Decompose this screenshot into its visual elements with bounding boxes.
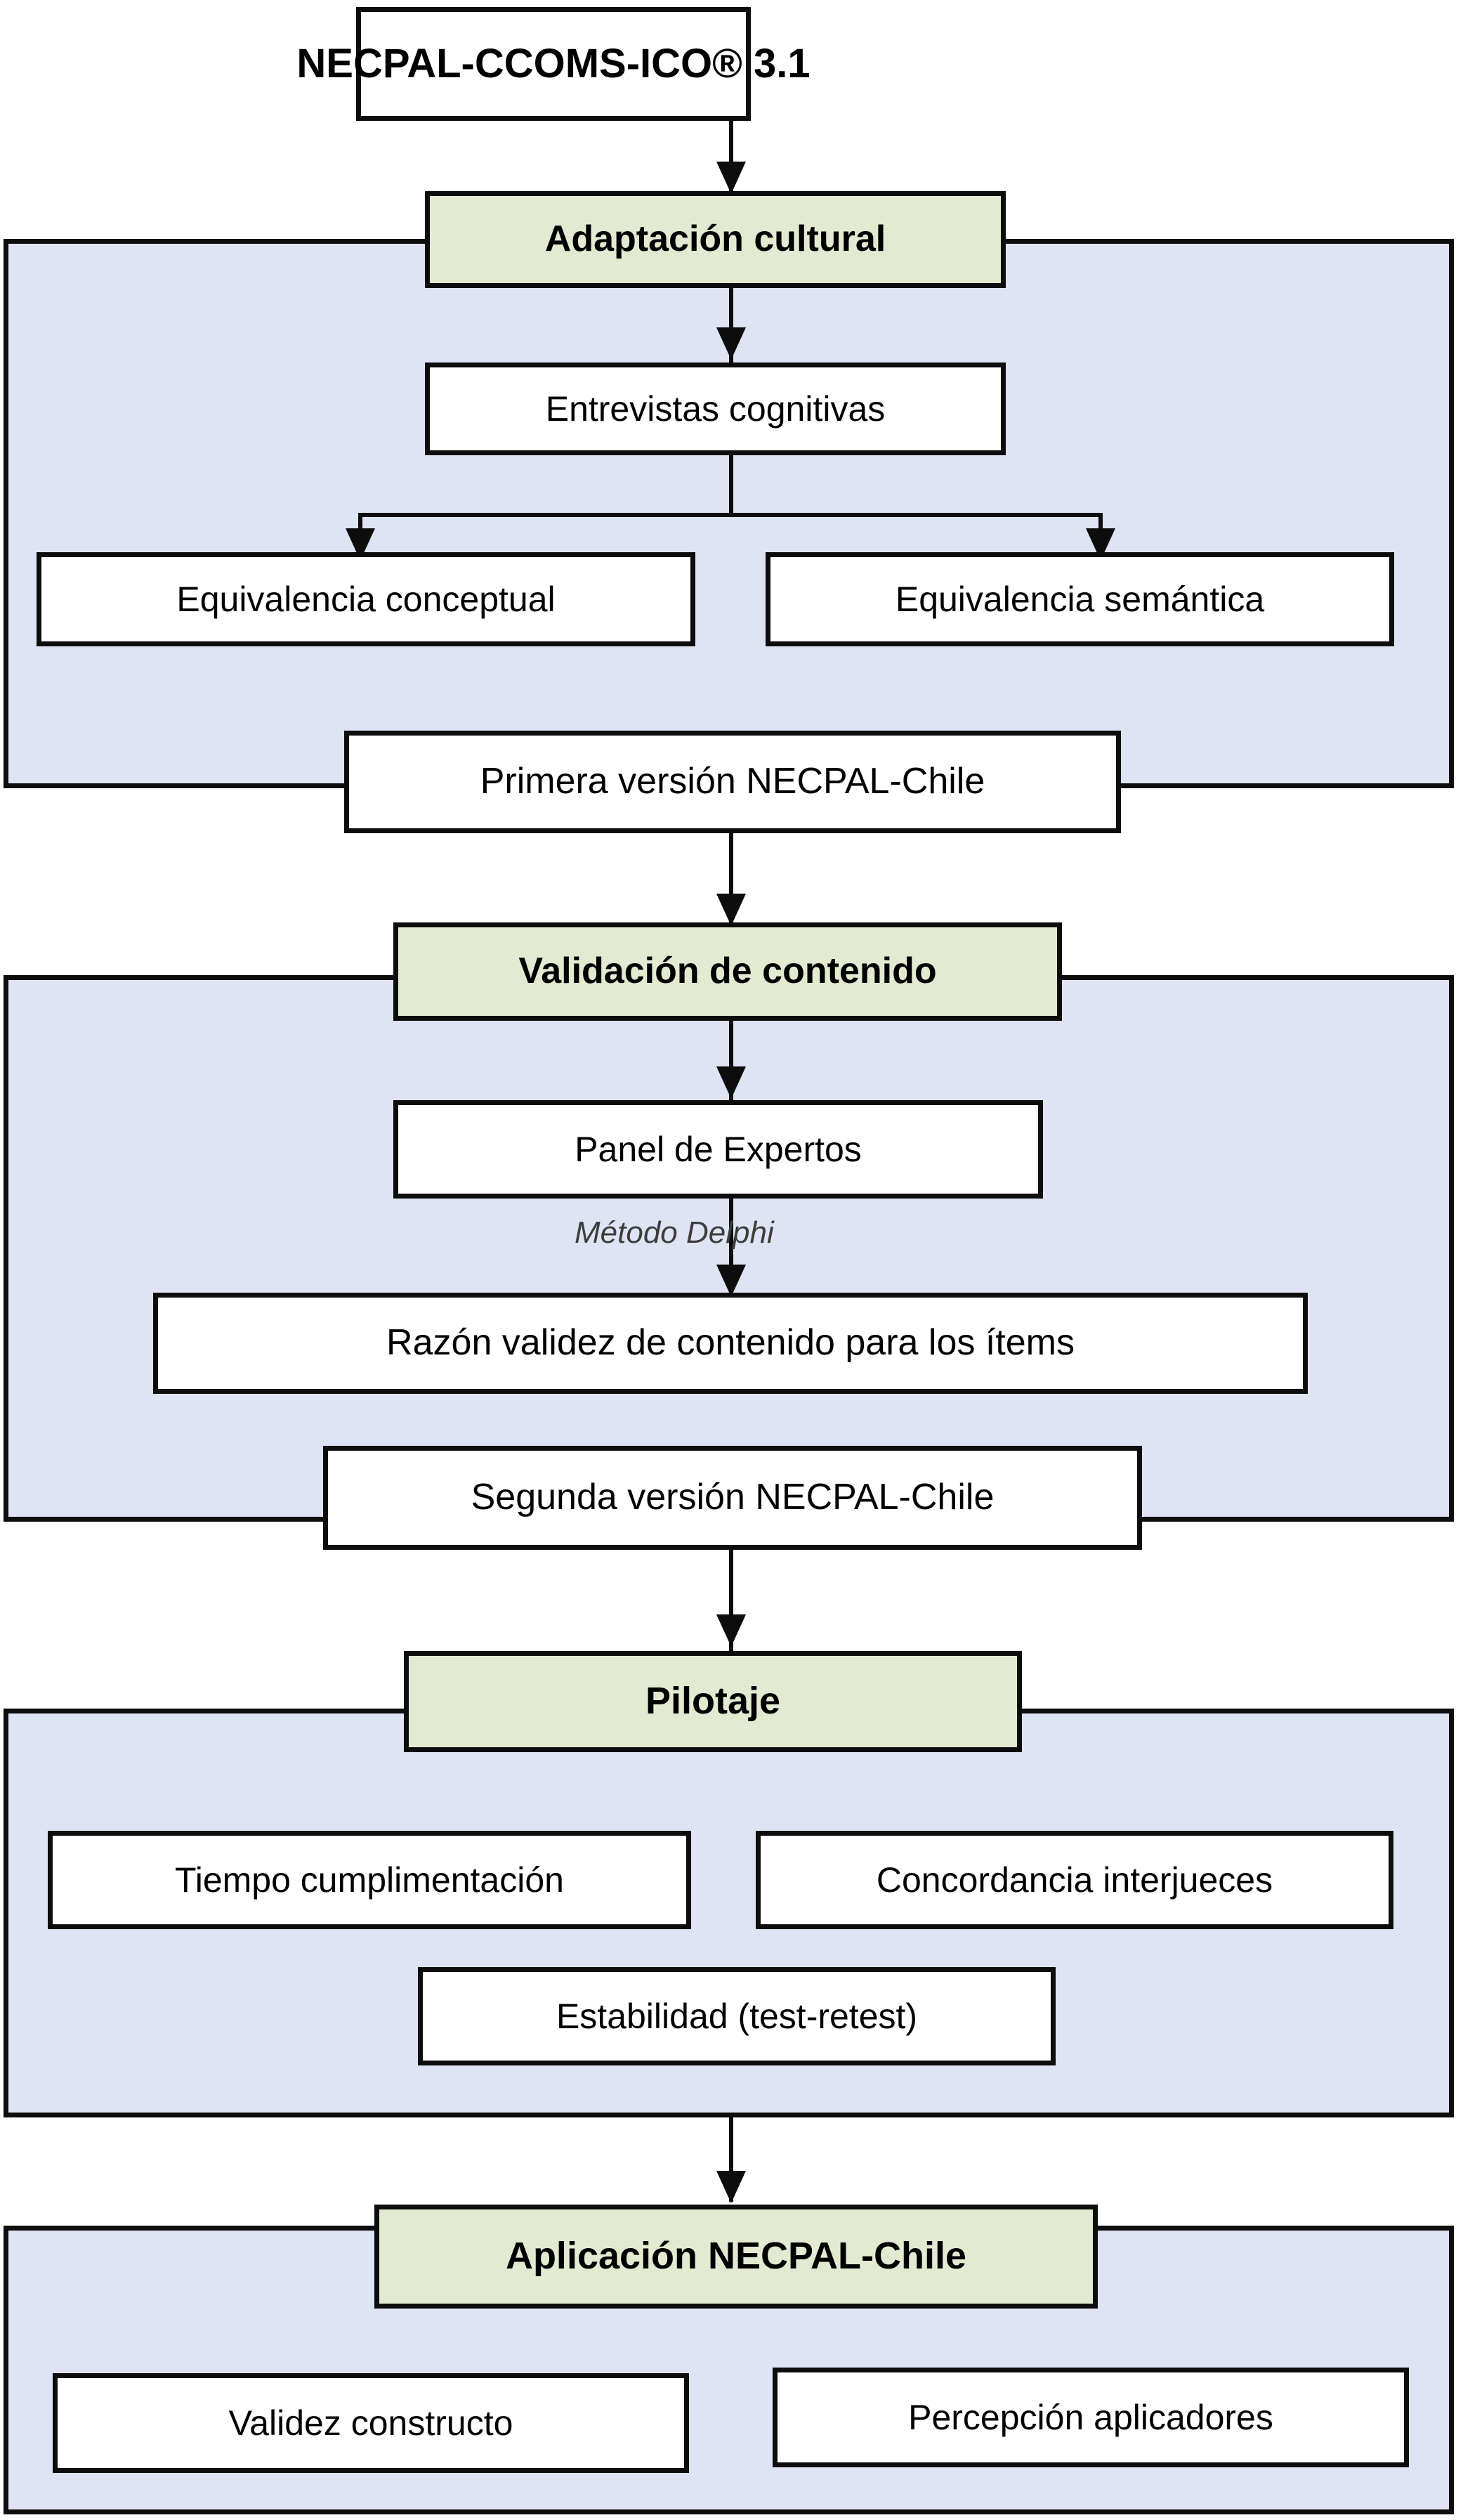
connector-validacion-to-panel [729, 1020, 733, 1102]
connector-pilotaje-to-aplicacion [729, 2115, 733, 2202]
connector-primera-to-validacion [729, 833, 733, 927]
node-label: Adaptación cultural [544, 218, 886, 260]
node-label: Validación de contenido [518, 951, 937, 992]
arrowhead-pilotaje-to-aplicacion [716, 2171, 746, 2203]
node-phase-header-validacion-contenido[interactable]: Validación de contenido [393, 922, 1062, 1021]
node-label: Equivalencia semántica [895, 579, 1265, 619]
node-equivalencia-conceptual[interactable]: Equivalencia conceptual [37, 552, 695, 646]
node-validez-constructo[interactable]: Validez constructo [53, 2373, 689, 2473]
node-label: Percepción aplicadores [908, 2397, 1273, 2437]
node-estabilidad-test-retest[interactable]: Estabilidad (test-retest) [418, 1967, 1056, 2065]
arrowhead-validacion-to-panel [716, 1066, 746, 1099]
node-panel-de-expertos[interactable]: Panel de Expertos [393, 1100, 1043, 1199]
node-label: Equivalencia conceptual [176, 579, 556, 619]
node-label: Aplicación NECPAL-Chile [505, 2235, 967, 2278]
connector-branch-left-drop [358, 513, 362, 541]
node-label: NECPAL-CCOMS-ICO® 3.1 [296, 41, 811, 87]
connector-entrevistas-trunk [729, 455, 733, 516]
node-segunda-version-necpal-chile[interactable]: Segunda versión NECPAL-Chile [323, 1446, 1142, 1550]
node-concordancia-interjueces[interactable]: Concordancia interjueces [756, 1831, 1393, 1929]
node-label: Entrevistas cognitivas [545, 389, 886, 429]
node-label: Panel de Expertos [575, 1129, 862, 1169]
edge-label-metodo-delphi: Método Delphi [575, 1215, 774, 1250]
arrowhead-title-to-adaptacion [716, 162, 746, 194]
node-primera-version-necpal-chile[interactable]: Primera versión NECPAL-Chile [344, 731, 1121, 833]
connector-panel-to-razon [729, 1198, 733, 1303]
node-label: Tiempo cumplimentación [175, 1860, 564, 1900]
node-phase-header-pilotaje[interactable]: Pilotaje [404, 1651, 1022, 1752]
connector-segunda-to-pilotaje [729, 1549, 733, 1654]
phase-panel-validacion-contenido [4, 975, 1454, 1522]
node-title-necpal-ccoms-ico[interactable]: NECPAL-CCOMS-ICO® 3.1 [296, 7, 811, 121]
node-label: Razón validez de contenido para los ítem… [386, 1322, 1075, 1364]
arrowhead-panel-to-razon [716, 1265, 746, 1297]
arrowhead-adaptacion-to-entrevistas [716, 327, 746, 360]
connector-title-to-adaptacion [729, 121, 733, 198]
arrowhead-segunda-to-pilotaje [716, 1614, 746, 1647]
node-phase-header-adaptacion-cultural[interactable]: Adaptación cultural [425, 191, 1006, 288]
node-equivalencia-semantica[interactable]: Equivalencia semántica [766, 552, 1394, 646]
node-entrevistas-cognitivas[interactable]: Entrevistas cognitivas [425, 363, 1006, 455]
node-label: Validez constructo [228, 2403, 513, 2443]
arrowhead-primera-to-validacion [716, 894, 746, 926]
node-label: Primera versión NECPAL-Chile [480, 761, 985, 802]
connector-branch-right-drop [1098, 513, 1103, 541]
node-label: Concordancia interjueces [876, 1860, 1273, 1900]
node-razon-validez-contenido-items[interactable]: Razón validez de contenido para los ítem… [153, 1293, 1308, 1394]
connector-adaptacion-to-entrevistas [729, 288, 733, 365]
node-label: Estabilidad (test-retest) [556, 1996, 918, 2036]
node-percepcion-aplicadores[interactable]: Percepción aplicadores [773, 2368, 1409, 2467]
node-label: Segunda versión NECPAL-Chile [471, 1477, 995, 1518]
node-tiempo-cumplimentacion[interactable]: Tiempo cumplimentación [48, 1831, 691, 1929]
node-label: Pilotaje [645, 1680, 781, 1723]
node-phase-header-aplicacion-necpal-chile[interactable]: Aplicación NECPAL-Chile [374, 2205, 1098, 2309]
connector-entrevistas-split-bar [358, 513, 1103, 517]
